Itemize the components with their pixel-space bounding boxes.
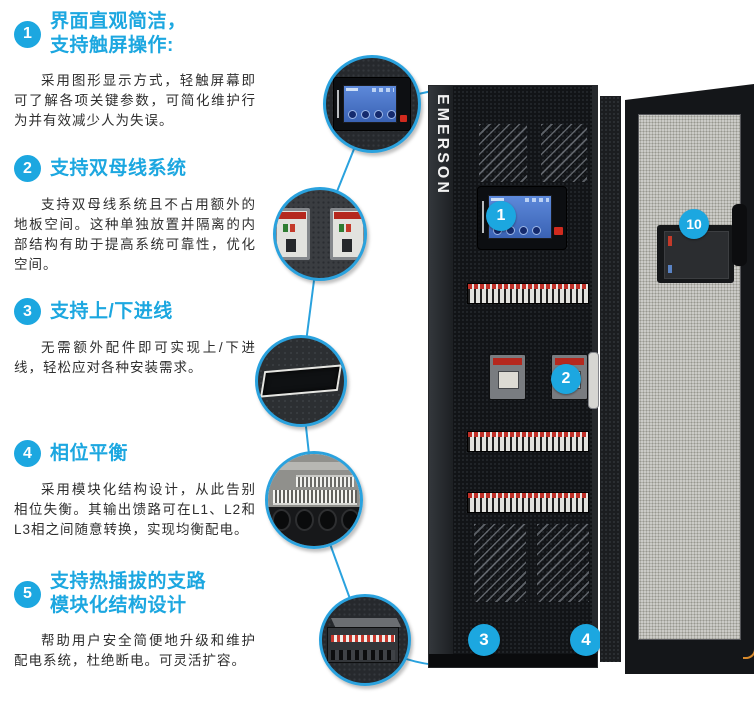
gauge-icon bbox=[374, 110, 383, 119]
capacitor-icon bbox=[294, 509, 314, 532]
gauge-icon bbox=[361, 110, 370, 119]
green-indicator-icon bbox=[283, 224, 288, 232]
rack-badge-2: 2 bbox=[551, 364, 581, 394]
touchscreen-panel bbox=[333, 77, 411, 131]
rack-front-photo: EMERSON 1 2 3 4 bbox=[428, 85, 602, 668]
feature-1-number-badge: 1 bbox=[14, 20, 41, 48]
callout-touchscreen-photo bbox=[323, 55, 421, 153]
capacitor-icon bbox=[340, 509, 360, 532]
feature-4-number-badge: 4 bbox=[14, 440, 41, 467]
cabinet-side-panel bbox=[600, 96, 621, 662]
vent-grille bbox=[479, 124, 527, 182]
door-handle bbox=[732, 204, 747, 266]
door-display-cutout bbox=[657, 225, 734, 283]
wire-icon bbox=[743, 643, 754, 659]
gauge-icon bbox=[387, 110, 396, 119]
feature-1-title: 界面直观简洁， 支持触屏操作: bbox=[50, 11, 187, 56]
branch-breaker-strip bbox=[467, 492, 589, 513]
main-breaker bbox=[489, 354, 526, 400]
feature-4: 4 相位平衡 采用模块化结构设计，从此告别相位失衡。其输出馈路可在L1、L2和L… bbox=[14, 440, 256, 540]
circuit-breaker bbox=[330, 208, 364, 260]
hot-swap-branch-module bbox=[327, 618, 403, 663]
breaker-indicators bbox=[283, 224, 295, 232]
feature-5-body: 帮助用户安全简便地升级和维护配电系统，杜绝断电。可灵活扩容。 bbox=[14, 633, 256, 668]
door-display-module bbox=[664, 231, 729, 279]
mesh-door-photo: 10 bbox=[625, 84, 754, 674]
terminal-strip bbox=[295, 475, 355, 488]
feature-3-title: 支持上/下进线 bbox=[50, 300, 173, 322]
callout-branch-module-photo bbox=[319, 594, 411, 686]
feature-1: 1 界面直观简洁， 支持触屏操作: 采用图形显示方式，轻触屏幕即可了解各项关键参… bbox=[14, 10, 256, 131]
red-indicator-icon bbox=[346, 224, 351, 232]
rack-badge-3: 3 bbox=[468, 624, 500, 656]
feature-2-title: 支持双母线系统 bbox=[50, 157, 187, 179]
feature-2-header: 2 支持双母线系统 bbox=[14, 155, 256, 182]
feature-4-body: 采用模块化结构设计，从此告别相位失衡。其输出馈路可在L1、L2和L3相之间随意转… bbox=[14, 482, 256, 537]
emerson-logo: EMERSON bbox=[434, 94, 451, 196]
rack-base bbox=[429, 654, 597, 667]
callout-cable-entry-photo bbox=[255, 335, 347, 427]
gauge-icon bbox=[519, 226, 528, 235]
module-top-face bbox=[331, 618, 401, 627]
capacitor-icon bbox=[317, 509, 337, 532]
mounting-rail bbox=[279, 462, 351, 471]
breaker-pair bbox=[276, 208, 364, 260]
red-button bbox=[554, 227, 563, 235]
feature-3-body: 无需额外配件即可实现上/下进线，轻松应对各种安装需求。 bbox=[14, 340, 256, 375]
panel-slot bbox=[482, 201, 484, 233]
feature-4-header: 4 相位平衡 bbox=[14, 440, 256, 467]
rack-badge-1: 1 bbox=[486, 201, 516, 231]
green-indicator-icon bbox=[339, 224, 344, 232]
module-front-face bbox=[327, 627, 399, 663]
feature-5-title: 支持热插拔的支路 模块化结构设计 bbox=[50, 571, 207, 616]
feature-5-header: 5 支持热插拔的支路 模块化结构设计 bbox=[14, 570, 256, 618]
feature-1-body: 采用图形显示方式，轻触屏幕即可了解各项关键参数，可简化维护行为并有效减少人为失误… bbox=[14, 73, 256, 128]
callout-phase-balance-photo bbox=[265, 451, 363, 549]
cable-entry-tray bbox=[260, 364, 342, 398]
feature-2: 2 支持双母线系统 支持双母线系统且不占用额外的地板空间。这种单独放置并隔离的内… bbox=[14, 155, 256, 275]
rack-badge-4: 4 bbox=[570, 624, 602, 656]
branch-breaker-strip bbox=[467, 283, 589, 304]
feature-5: 5 支持热插拔的支路 模块化结构设计 帮助用户安全简便地升级和维护配电系统，杜绝… bbox=[14, 570, 256, 671]
feature-5-number-badge: 5 bbox=[14, 580, 41, 608]
mesh-panel bbox=[638, 114, 754, 659]
feature-4-title: 相位平衡 bbox=[50, 442, 129, 464]
terminal-strip bbox=[272, 489, 358, 505]
branch-breaker-strip bbox=[467, 431, 589, 452]
panel-slot bbox=[337, 90, 339, 118]
capacitor-icon bbox=[271, 509, 291, 532]
feature-3-header: 3 支持上/下进线 bbox=[14, 298, 256, 325]
module-fins bbox=[331, 650, 395, 660]
gauge-icon bbox=[348, 110, 357, 119]
screen-gauges bbox=[348, 110, 396, 119]
red-indicator-icon bbox=[290, 224, 295, 232]
capacitor-row bbox=[271, 509, 360, 532]
callout-dual-busbar-photo bbox=[273, 187, 367, 281]
feature-2-number-badge: 2 bbox=[14, 155, 41, 182]
feature-1-header: 1 界面直观简洁， 支持触屏操作: bbox=[14, 10, 256, 58]
vent-grille bbox=[541, 124, 587, 182]
lcd-screen bbox=[343, 85, 397, 123]
vent-grille bbox=[474, 524, 526, 602]
rack-handle bbox=[588, 352, 599, 409]
rack-left-frame: EMERSON bbox=[429, 86, 453, 667]
feature-3-number-badge: 3 bbox=[14, 298, 41, 325]
feature-3: 3 支持上/下进线 无需额外配件即可实现上/下进线，轻松应对各种安装需求。 bbox=[14, 298, 256, 378]
vent-grille bbox=[537, 524, 589, 602]
breaker-indicators bbox=[339, 224, 351, 232]
red-button bbox=[400, 115, 407, 122]
gauge-icon bbox=[532, 226, 541, 235]
circuit-breaker bbox=[276, 208, 310, 260]
door-badge-10: 10 bbox=[679, 209, 709, 239]
feature-2-body: 支持双母线系统且不占用额外的地板空间。这种单独放置并隔离的内部结构有助于提高系统… bbox=[14, 197, 256, 272]
terminal-row bbox=[331, 635, 395, 642]
